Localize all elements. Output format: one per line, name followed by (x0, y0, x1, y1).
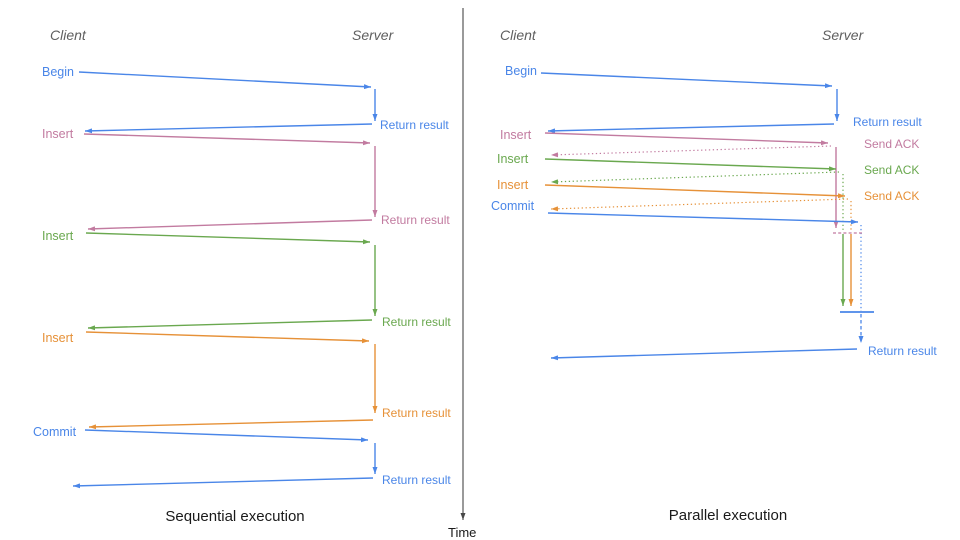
time-axis-label: Time (448, 525, 476, 540)
par-insert1-ack-arrow (550, 145, 832, 158)
seq-commit-label: Commit (33, 425, 77, 439)
seq-insert1-response-label: Return result (381, 213, 450, 227)
seq-insert3-request-arrow (85, 331, 370, 344)
par-begin-response-arrow (547, 123, 835, 134)
seq-insert3-response-arrow (88, 419, 374, 430)
par-insert3-ack-arrow (550, 198, 849, 212)
sequential-caption: Sequential execution (165, 508, 304, 525)
par-begin-request-arrow (540, 72, 833, 89)
par-begin-label: Begin (505, 64, 537, 78)
seq-insert1-response-arrow (87, 219, 373, 232)
par-commit-response-arrow (550, 348, 858, 361)
seq-commit-response-arrow (72, 477, 374, 489)
seq-insert2-response-label: Return result (382, 315, 451, 329)
par-client-header: Client (500, 27, 537, 43)
par-insert2-request-arrow (544, 158, 837, 172)
par-commit-response-label: Return result (868, 344, 937, 358)
par-insert3-label: Insert (497, 178, 529, 192)
par-insert3-request-arrow (544, 184, 846, 199)
par-insert2-ack-label: Send ACK (864, 163, 919, 177)
par-insert2-ack-arrow (550, 171, 840, 185)
seq-begin-request-arrow (78, 71, 372, 90)
par-insert1-request-arrow (544, 132, 829, 146)
sequential-panel: Client Server Begin Return result Insert… (33, 27, 451, 525)
par-insert3-ack-label: Send ACK (864, 189, 919, 203)
seq-commit-response-label: Return result (382, 473, 451, 487)
par-begin-response-label: Return result (853, 115, 922, 129)
par-commit-label: Commit (491, 199, 535, 213)
par-commit-request-arrow (547, 212, 859, 225)
seq-insert3-response-label: Return result (382, 406, 451, 420)
seq-insert1-label: Insert (42, 127, 74, 141)
seq-insert2-request-arrow (85, 232, 371, 245)
seq-begin-label: Begin (42, 65, 74, 79)
seq-insert2-response-arrow (87, 319, 373, 331)
seq-insert1-request-arrow (83, 133, 371, 146)
par-insert1-ack-label: Send ACK (864, 137, 919, 151)
seq-client-header: Client (50, 27, 87, 43)
seq-begin-response-arrow (84, 123, 373, 134)
parallel-panel: Client Server Begin Return result Insert… (491, 27, 937, 524)
par-server-header: Server (822, 27, 865, 43)
seq-begin-response-label: Return result (380, 118, 449, 132)
par-insert1-label: Insert (500, 128, 532, 142)
seq-server-header: Server (352, 27, 395, 43)
parallel-caption: Parallel execution (669, 507, 787, 524)
seq-commit-request-arrow (84, 429, 369, 443)
par-insert2-label: Insert (497, 152, 529, 166)
seq-insert3-label: Insert (42, 331, 74, 345)
seq-insert2-label: Insert (42, 229, 74, 243)
time-axis: Time (448, 8, 476, 540)
